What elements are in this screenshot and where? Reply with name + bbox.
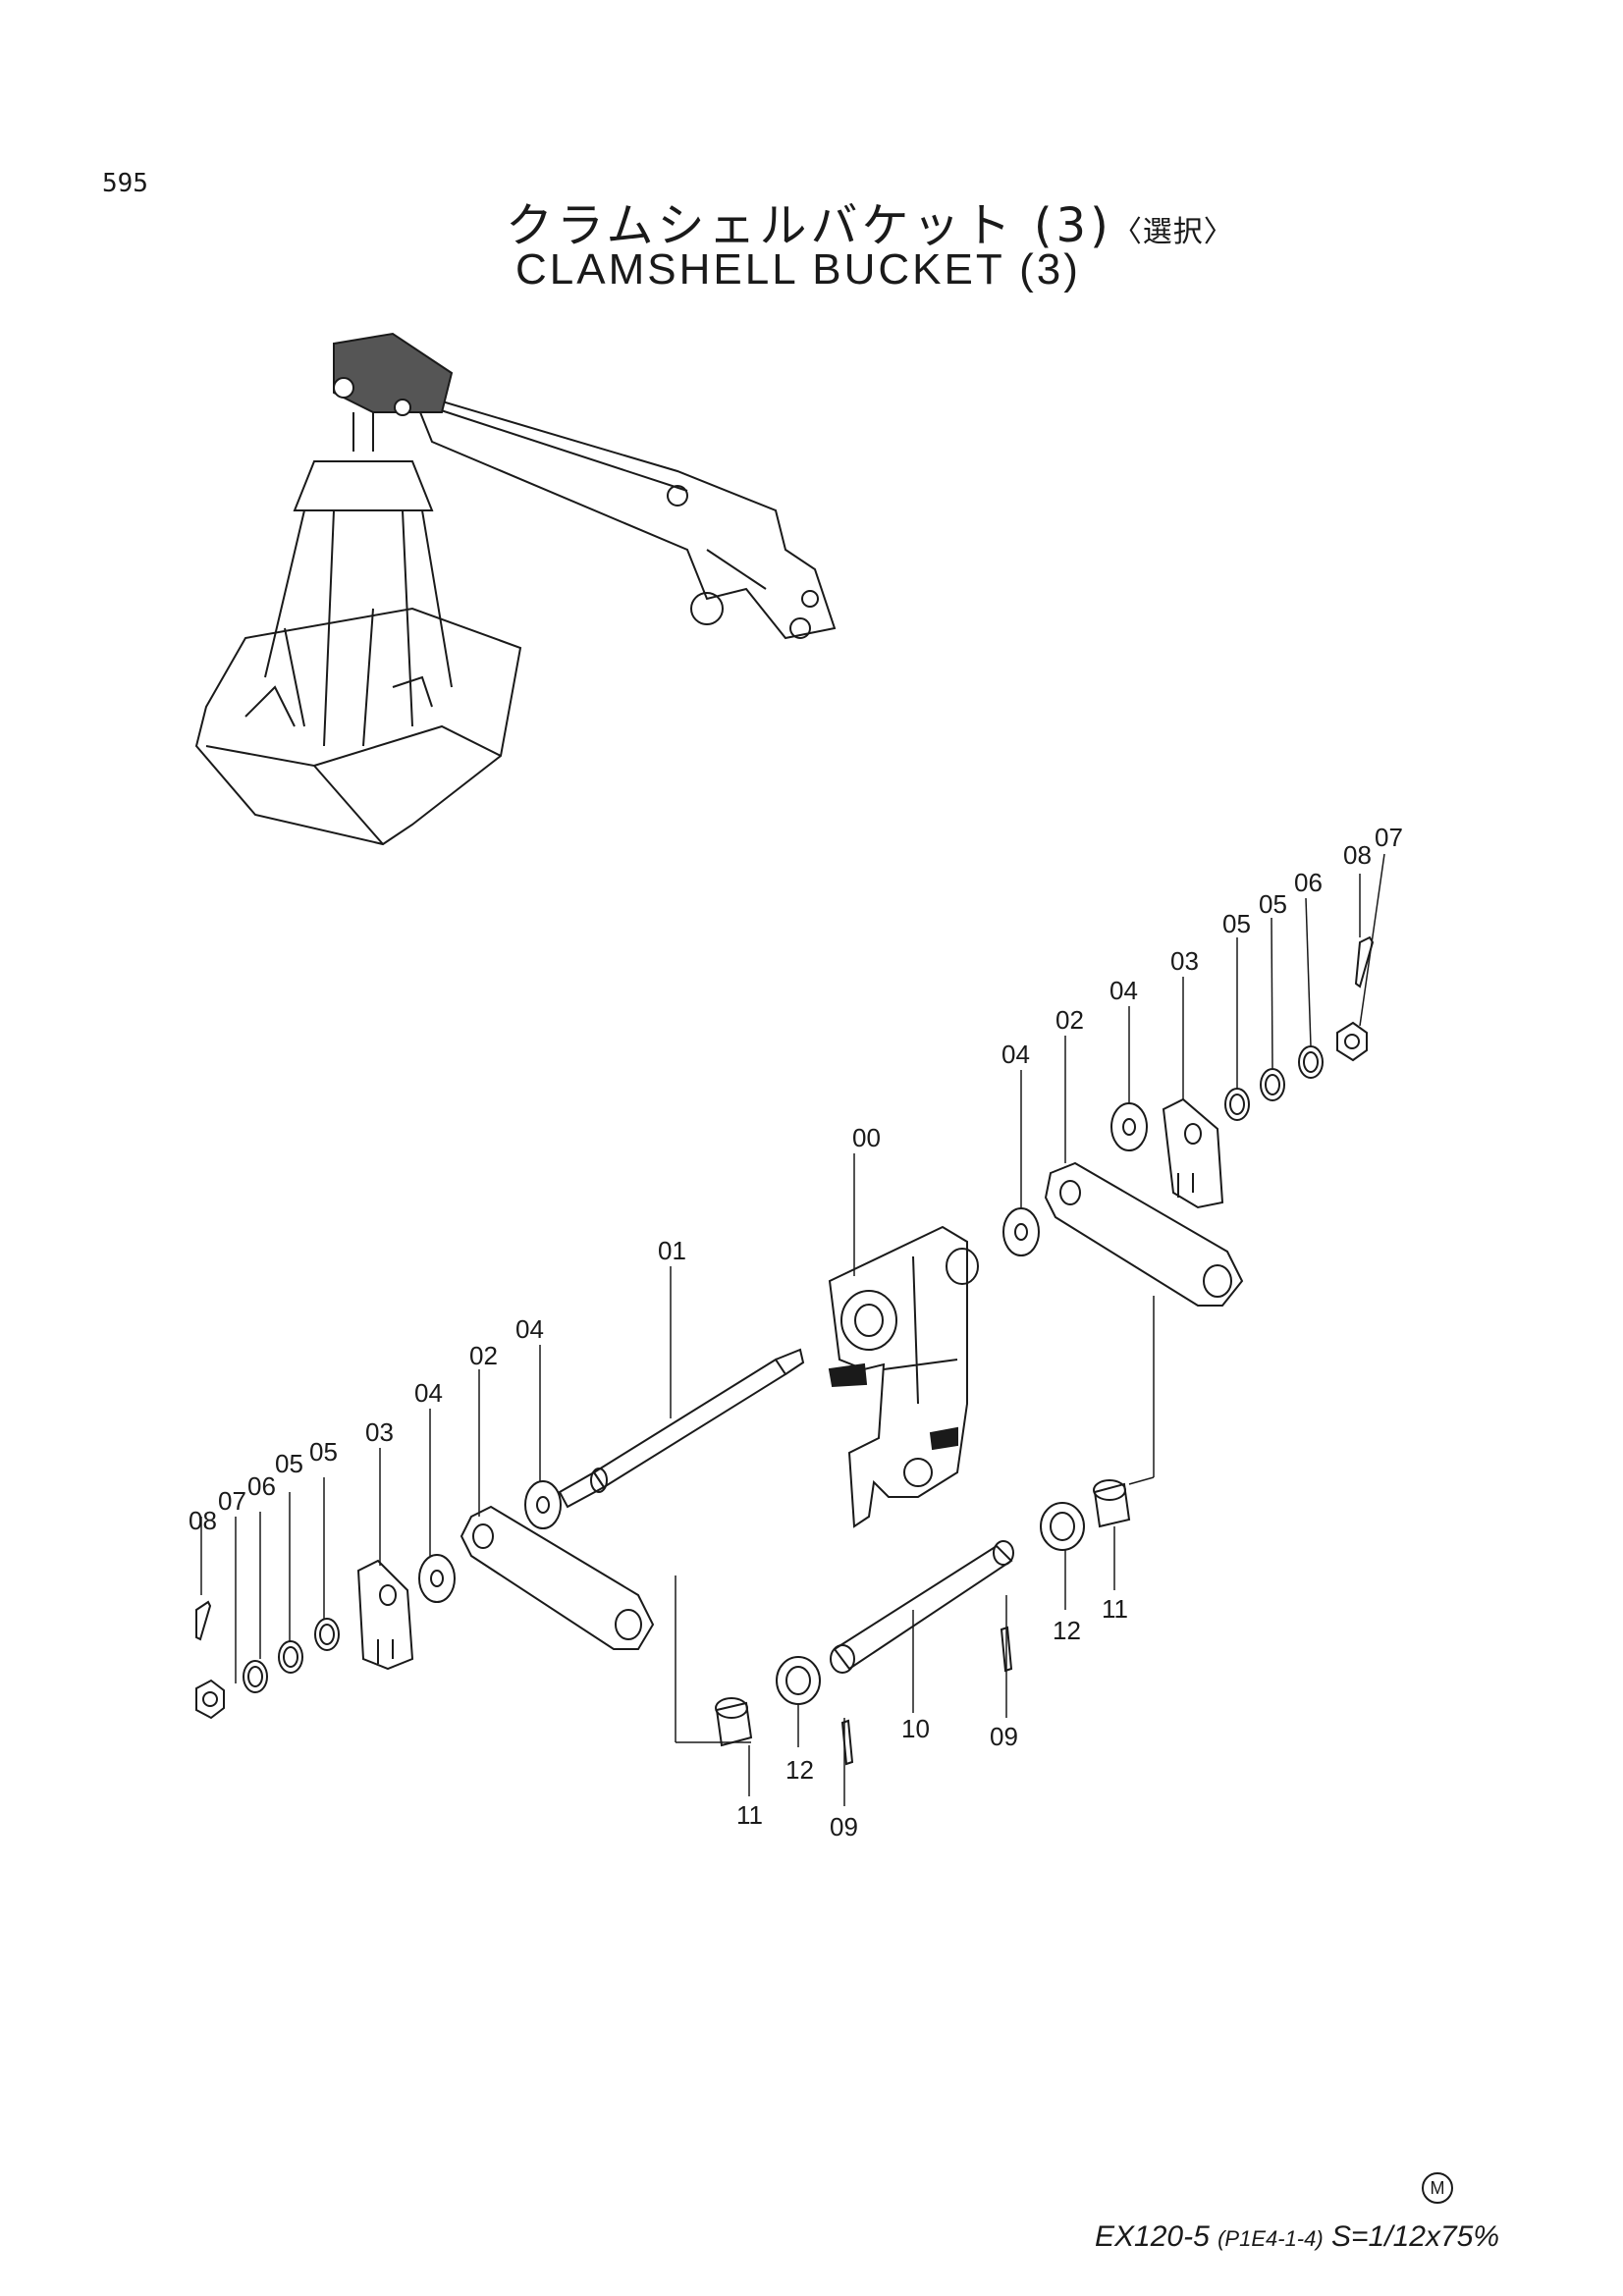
callout-03-left: 03 xyxy=(365,1417,394,1447)
callout-09-a: 09 xyxy=(990,1722,1018,1751)
part-00-bracket xyxy=(828,1225,979,1528)
callout-00: 00 xyxy=(852,1123,881,1152)
callout-06-right: 06 xyxy=(1294,868,1323,897)
callout-07-right: 07 xyxy=(1375,823,1403,852)
footer-scale: S=1/12x75% xyxy=(1331,2220,1499,2253)
footer-model: EX120-5 xyxy=(1095,2220,1210,2253)
part-02-link-right xyxy=(1044,1161,1244,1307)
callout-12-b: 12 xyxy=(785,1755,814,1785)
title-english: CLAMSHELL BUCKET (3) xyxy=(515,245,1081,294)
page-number: 595 xyxy=(102,169,148,198)
bushings xyxy=(715,1479,1131,1747)
callout-10: 10 xyxy=(901,1714,930,1743)
title-japanese-qualifier: 〈選択〉 xyxy=(1111,215,1234,249)
callout-03-right: 03 xyxy=(1170,946,1199,976)
callout-11-a: 11 xyxy=(1102,1594,1128,1624)
callout-05-b: 05 xyxy=(309,1437,338,1467)
callout-07-left: 07 xyxy=(218,1486,246,1516)
callout-01: 01 xyxy=(658,1236,686,1265)
callout-04-d: 04 xyxy=(1109,976,1138,1005)
footer-reference: EX120-5 (P1E4-1-4) S=1/12x75% xyxy=(1095,2220,1499,2254)
manufacturer-mark-icon: M xyxy=(1422,2172,1453,2204)
callout-08-left: 08 xyxy=(189,1506,217,1535)
leader-lines xyxy=(200,853,1385,1806)
nuts-and-cotter-pins xyxy=(195,935,1375,1720)
callout-04-c: 04 xyxy=(1001,1040,1030,1069)
callout-02-right: 02 xyxy=(1055,1005,1084,1035)
part-02-link-left xyxy=(460,1505,655,1650)
part-01-pin xyxy=(558,1348,805,1509)
footer-code: (P1E4-1-4) xyxy=(1217,2226,1324,2251)
part-10-pin xyxy=(830,1540,1014,1674)
callout-09-b: 09 xyxy=(830,1812,858,1842)
callout-05-c: 05 xyxy=(1222,909,1251,938)
callout-12-a: 12 xyxy=(1053,1616,1081,1645)
callout-06-left: 06 xyxy=(247,1471,276,1501)
washers xyxy=(243,1045,1324,1705)
part-03-plate-right xyxy=(1162,1097,1224,1209)
title-japanese: クラムシェルバケット (3)〈選択〉 xyxy=(506,187,1234,255)
cotter-pins-09 xyxy=(840,1626,1013,1766)
callout-05-a: 05 xyxy=(275,1449,303,1478)
callout-11-b: 11 xyxy=(736,1800,763,1830)
part-03-plate-left xyxy=(356,1559,414,1671)
callout-05-d: 05 xyxy=(1259,889,1287,919)
callout-08-right: 08 xyxy=(1343,840,1372,870)
overview-illustration xyxy=(194,332,837,846)
callout-04-a: 04 xyxy=(515,1314,544,1344)
title-japanese-text: クラムシェルバケット (3) xyxy=(506,198,1112,253)
callout-04-b: 04 xyxy=(414,1378,443,1408)
callout-02-left: 02 xyxy=(469,1341,498,1370)
callout-labels: 00 01 02 02 03 03 04 04 04 04 05 05 05 0… xyxy=(189,823,1403,1842)
